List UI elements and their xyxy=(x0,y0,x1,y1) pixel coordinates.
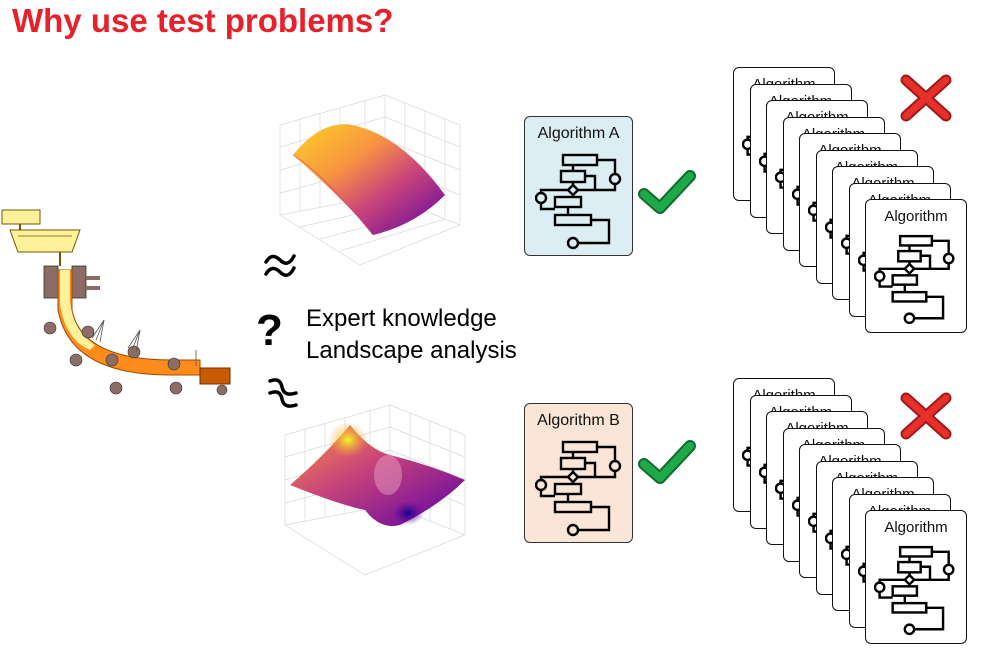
flowchart-icon xyxy=(535,440,622,537)
flowchart-icon xyxy=(874,545,955,636)
algorithm-b-label: Algorithm B xyxy=(537,412,620,429)
algorithm-card: Algorithm xyxy=(865,510,967,644)
flowchart-icon xyxy=(535,153,622,250)
approx-symbol-top xyxy=(264,254,296,277)
algorithm-card: Algorithm xyxy=(865,199,967,333)
cross-icon xyxy=(900,392,952,440)
cross-icon xyxy=(900,74,952,122)
page-title: Why use test problems? xyxy=(12,2,394,39)
algorithm-card-label: Algorithm xyxy=(884,208,948,225)
algorithm-a-label: Algorithm A xyxy=(537,125,620,142)
algorithm-card-label: Algorithm xyxy=(884,519,948,536)
flowchart-icon xyxy=(874,234,955,325)
check-icon xyxy=(638,440,696,484)
question-mark: ? xyxy=(256,306,283,355)
algorithm-b-box: Algorithm B xyxy=(524,403,633,543)
approx-symbol-bottom xyxy=(268,378,298,408)
expert-knowledge-label: Expert knowledge xyxy=(306,305,497,332)
casting-process-illustration xyxy=(1,209,231,396)
algorithm-a-box: Algorithm A xyxy=(524,116,633,256)
landscape-analysis-label: Landscape analysis xyxy=(306,337,517,364)
smooth-landscape-plot xyxy=(279,94,461,266)
check-icon xyxy=(638,170,696,214)
multimodal-landscape-plot xyxy=(284,404,466,576)
